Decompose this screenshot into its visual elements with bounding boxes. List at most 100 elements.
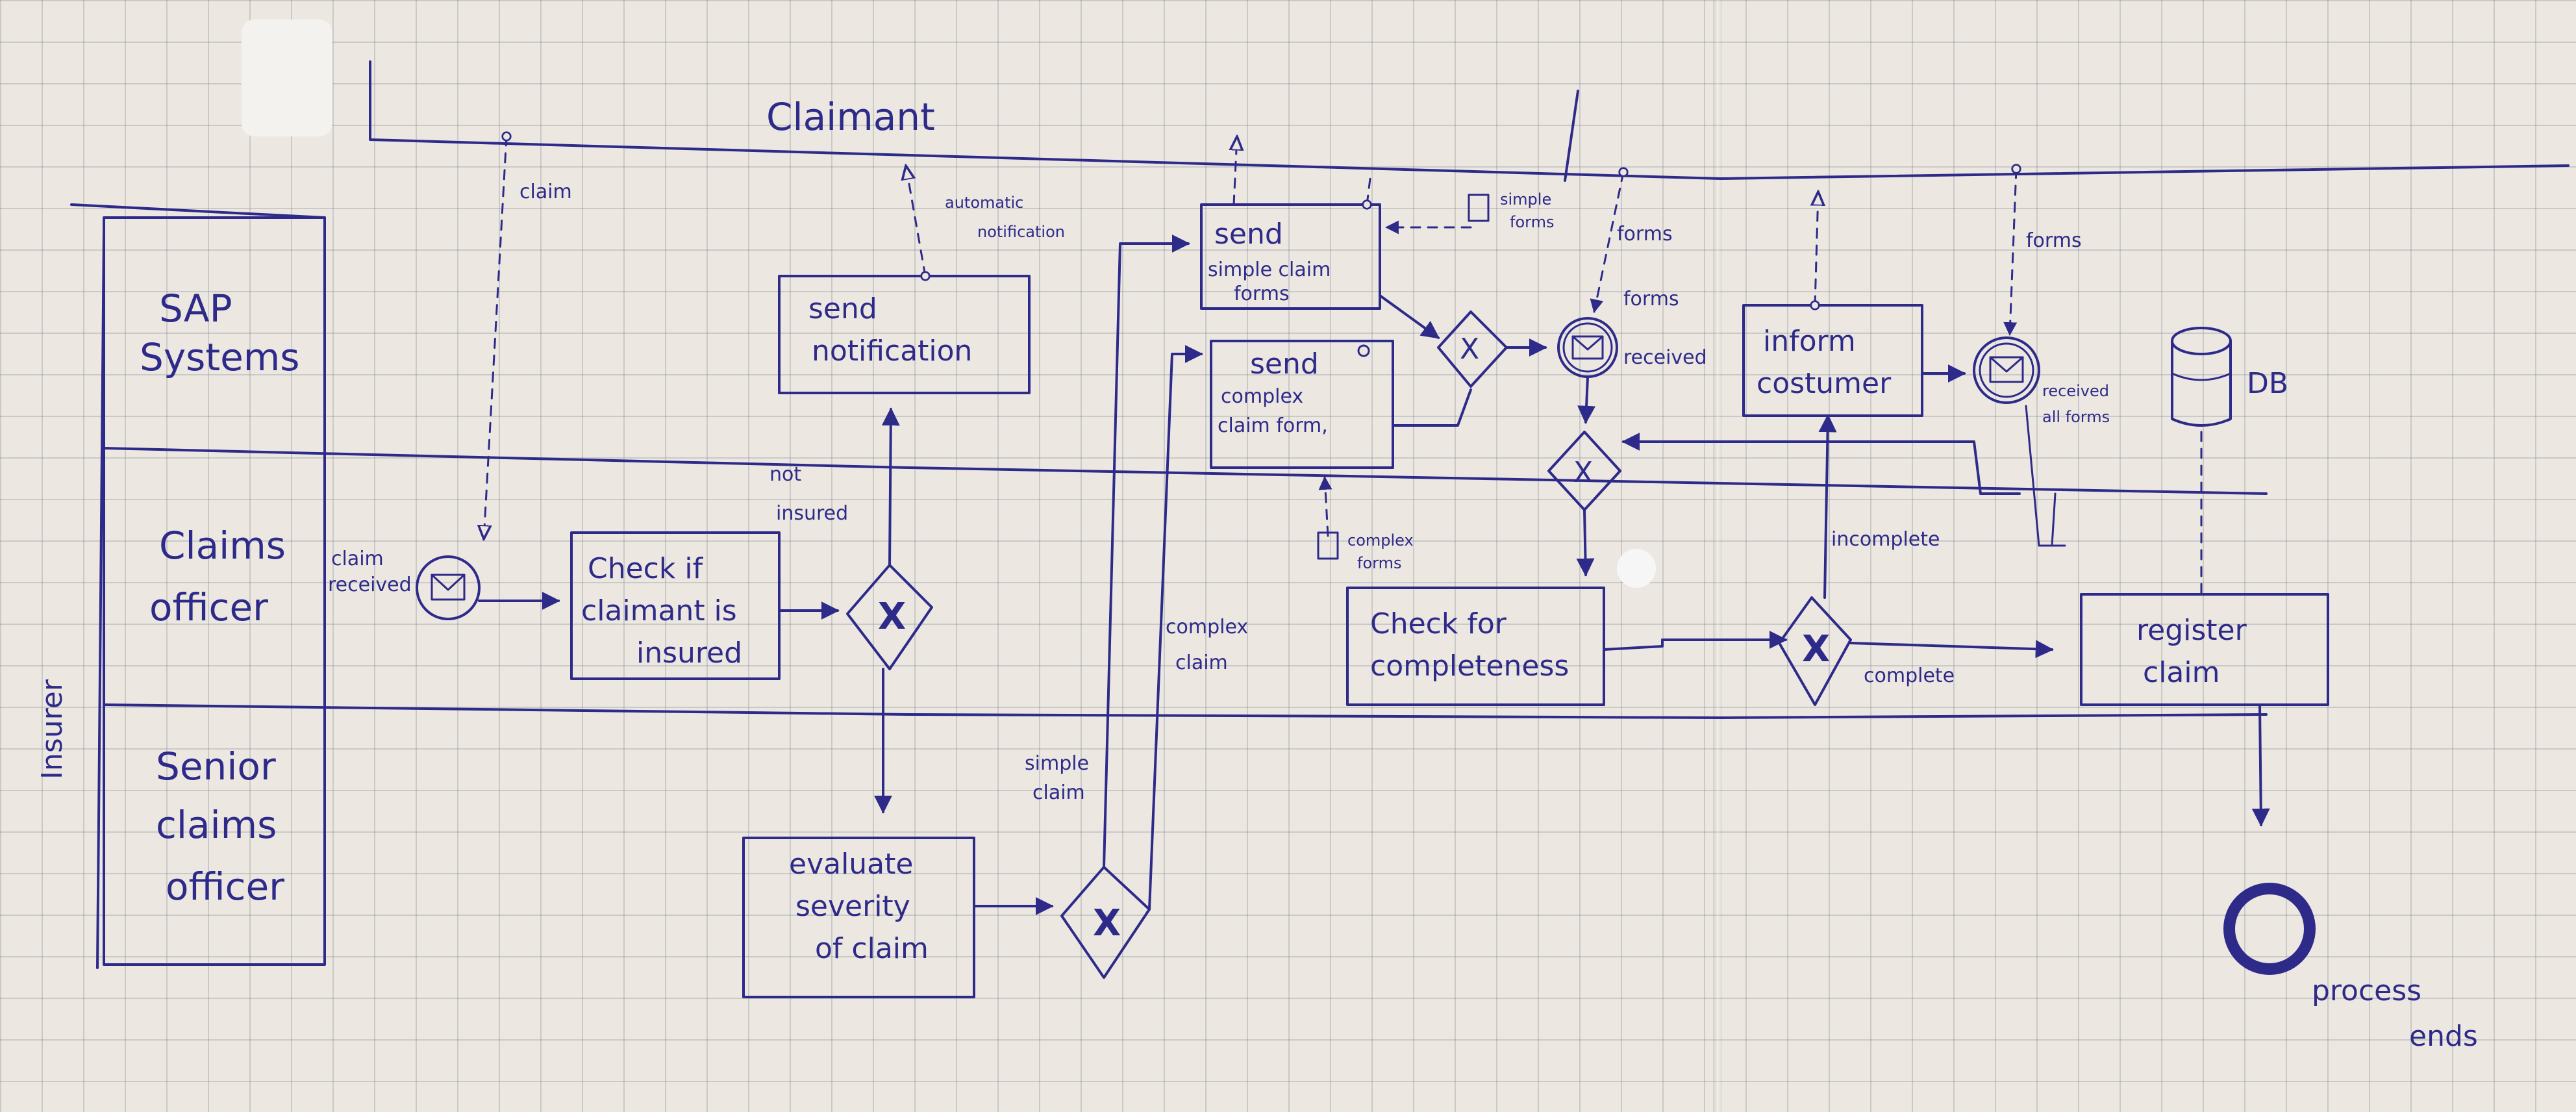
task-send-notification-line2: notification <box>812 335 972 368</box>
claim-received-label-1: claim <box>331 548 384 570</box>
gateway-severity <box>1060 866 1151 979</box>
task-register-line2: claim <box>2143 656 2220 689</box>
message-flow-inform <box>1815 192 1818 305</box>
task-check-insured-line3: insured <box>636 637 742 670</box>
flow-check-to-gateway5 <box>1603 631 1788 651</box>
received-all-forms-event <box>1973 336 2040 404</box>
flow-merge-to-check <box>1576 509 1595 577</box>
claimant-pool-label: Claimant <box>766 95 935 139</box>
notebook-fold <box>1713 0 1722 1112</box>
complex-forms-label-2: forms <box>1357 554 1401 572</box>
message-flow-forms-label: forms <box>1617 223 1673 246</box>
gateway-insured <box>846 564 933 670</box>
task-send-complex-forms <box>1210 340 1394 469</box>
claimant-pool-divider <box>1564 90 1579 182</box>
flow-simple-claim <box>1103 234 1190 868</box>
task-send-complex-line2: complex <box>1221 385 1303 408</box>
message-flow-simple-dot <box>1362 177 1372 210</box>
lane-sap-label-1: SAP <box>159 286 232 331</box>
process-ends-label-1: process <box>2312 974 2421 1007</box>
gateway-merge-loop-marker: X <box>1573 456 1593 489</box>
flow-register-to-end <box>2251 703 2270 827</box>
gateway-complete-marker: X <box>1802 628 1830 670</box>
simple-forms-label-2: forms <box>1510 213 1554 231</box>
task-send-simple-line2: simple claim <box>1208 259 1331 281</box>
message-flow-notification <box>906 166 925 276</box>
simple-forms-label-1: simple <box>1500 190 1551 208</box>
flow-not-insured <box>881 407 900 566</box>
lane-header-box <box>103 216 326 966</box>
data-object-complex-forms <box>1317 531 1339 560</box>
lane-claims-label-2: officer <box>149 585 268 629</box>
claimant-pool: Claimant <box>369 60 2570 182</box>
lane-divider-1 <box>103 447 2268 495</box>
task-check-insured-line2: claimant is <box>581 594 737 627</box>
insurer-top-line <box>70 203 326 219</box>
task-check-completeness-line1: Check for <box>1370 607 1507 640</box>
data-flow-complex-forms <box>1318 475 1332 537</box>
flow-not-insured-label-1: not <box>769 463 801 486</box>
message-flow-claim-label: claim <box>519 181 572 203</box>
task-evaluate-line2: severity <box>795 890 910 923</box>
database-label: DB <box>2247 367 2288 400</box>
message-flow-forms-2 <box>2003 164 2021 336</box>
gateway-merge-send <box>1437 310 1508 388</box>
flow-simple-to-merge <box>1379 294 1440 339</box>
message-flow-forms-2-label: forms <box>2026 229 2082 252</box>
flow-incomplete <box>1818 414 1837 599</box>
task-evaluate-line3: of claim <box>815 932 929 965</box>
task-send-simple-forms <box>1200 203 1381 310</box>
received-all-label-2: all forms <box>2042 408 2110 426</box>
database-store <box>2171 327 2232 427</box>
task-evaluate-line1: evaluate <box>789 848 913 881</box>
data-object-simple-forms <box>1468 194 1490 222</box>
message-flow-forms <box>1590 167 1629 314</box>
insurer-pool-label: Insurer <box>36 679 69 779</box>
gateway-insured-marker: X <box>878 596 906 638</box>
complex-forms-label-1: complex <box>1347 531 1414 550</box>
flow-complete <box>1849 640 2054 659</box>
task-register-claim <box>2080 593 2329 706</box>
lane-senior-label-1: Senior <box>156 744 276 789</box>
received-all-label-1: received <box>2042 382 2109 400</box>
flow-simple-label-1: simple <box>1025 752 1089 775</box>
gateway-merge-send-marker: X <box>1460 333 1479 366</box>
task-register-line1: register <box>2136 614 2247 647</box>
automatic-notification-label-1: automatic <box>945 194 1023 212</box>
forms-received-event <box>1557 317 1618 378</box>
task-inform-customer <box>1742 304 1923 417</box>
claimant-pool-border <box>369 60 2570 180</box>
flow-complex-to-merge <box>1392 388 1472 427</box>
flow-complex-label-2: claim <box>1175 651 1228 674</box>
complex-message-dot <box>1357 344 1370 357</box>
lane-divider-2 <box>103 703 2268 719</box>
task-check-insured-line1: Check if <box>588 552 704 585</box>
lane-sap-label-2: Systems <box>140 335 300 379</box>
lane-senior-label-2: claims <box>156 803 277 847</box>
task-check-insured <box>570 531 781 680</box>
flow-complex-label-1: complex <box>1166 616 1248 638</box>
automatic-notification-label-2: notification <box>977 223 1065 241</box>
flow-simple-label-2: claim <box>1032 781 1085 804</box>
task-evaluate-severity <box>742 837 975 998</box>
paper-smudge <box>242 19 332 136</box>
task-inform-line1: inform <box>1763 325 1856 358</box>
task-check-completeness-line2: completeness <box>1370 650 1569 683</box>
flow-received-loop-a <box>2025 405 2066 547</box>
flow-wait-to-merge <box>1577 375 1596 424</box>
lane-claims-label-1: Claims <box>159 524 286 568</box>
task-check-completeness <box>1346 587 1605 706</box>
message-flow-claim <box>484 136 506 539</box>
task-send-simple-line1: send <box>1214 218 1283 251</box>
flow-complete-label: complete <box>1864 664 1955 687</box>
claim-received-label-2: received <box>328 574 412 596</box>
task-send-simple-line3: forms <box>1234 283 1290 305</box>
flow-received-to-merge <box>1621 433 2021 495</box>
gateway-complete <box>1778 596 1852 706</box>
flow-incomplete-label: incomplete <box>1831 528 1940 551</box>
message-flow-simple-out <box>1234 136 1237 206</box>
flow-not-insured-label-2: insured <box>776 502 848 525</box>
forms-received-label-2: received <box>1623 346 1707 369</box>
task-inform-line2: costumer <box>1757 367 1892 400</box>
